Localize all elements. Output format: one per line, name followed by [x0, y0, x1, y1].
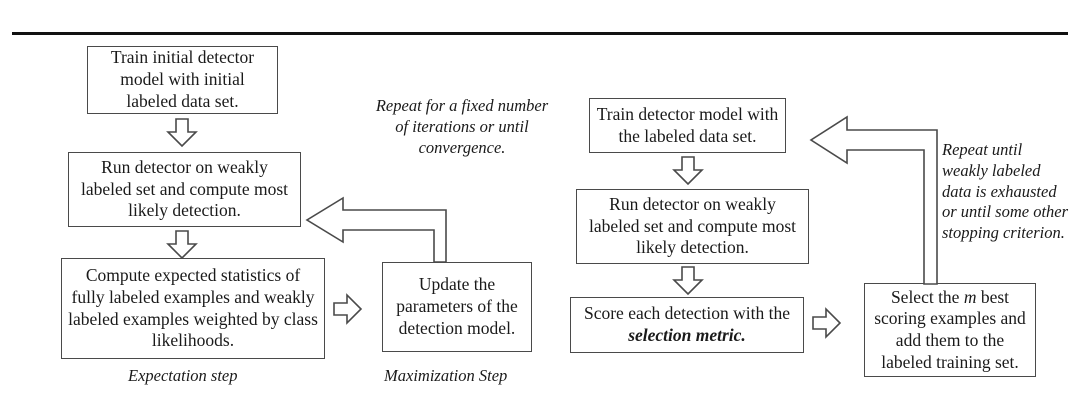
left-loop-note: Repeat for a fixed number of iterations … [375, 96, 549, 157]
arrow-down-icon [166, 230, 198, 260]
node-run-detector-weakly-left: Run detector on weakly labeled set and c… [68, 152, 301, 227]
node-run-detector-weakly-right-label: Run detector on weakly labeled set and c… [588, 193, 797, 258]
node-update-parameters: Update the parameters of the detection m… [382, 262, 532, 352]
node-select-m-best: Select the m best scoring examples and a… [864, 283, 1036, 377]
node-select-m-best-label-part2: best scoring examples and add them to th… [874, 286, 1026, 372]
top-horizontal-rule [12, 32, 1068, 35]
arrow-down-icon [672, 156, 704, 186]
node-train-initial-detector: Train initial detector model with initia… [87, 46, 278, 114]
node-train-detector-model: Train detector model with the labeled da… [589, 98, 786, 153]
node-score-each-detection-label: Score each detection with the [583, 303, 791, 324]
arrow-right-icon [333, 293, 363, 325]
arrow-elbow-left-icon [305, 196, 447, 263]
node-run-detector-weakly-right: Run detector on weakly labeled set and c… [576, 189, 809, 264]
node-select-m-best-label-part1: Select the [890, 286, 964, 307]
caption-maximization-step: Maximization Step [384, 366, 508, 385]
node-score-each-detection-emphasis: selection metric. [628, 325, 746, 345]
node-compute-expected-statistics: Compute expected statistics of fully lab… [61, 258, 325, 359]
node-train-initial-detector-label: Train initial detector model with initia… [110, 47, 255, 111]
node-run-detector-weakly-left-label: Run detector on weakly labeled set and c… [80, 156, 289, 221]
arrow-down-icon [166, 118, 198, 148]
node-compute-expected-statistics-label: Compute expected statistics of fully lab… [68, 265, 318, 351]
node-train-detector-model-label: Train detector model with the labeled da… [596, 103, 779, 146]
arrow-elbow-left-icon [809, 115, 938, 285]
arrow-down-icon [672, 266, 704, 296]
arrow-right-icon [812, 307, 842, 339]
right-loop-note: Repeat until weakly labeled data is exha… [942, 140, 1069, 243]
node-select-m-best-emphasis: m [963, 286, 977, 307]
node-score-each-detection: Score each detection with the selection … [570, 297, 804, 353]
node-update-parameters-label: Update the parameters of the detection m… [396, 274, 518, 338]
caption-expectation-step: Expectation step [128, 366, 238, 385]
